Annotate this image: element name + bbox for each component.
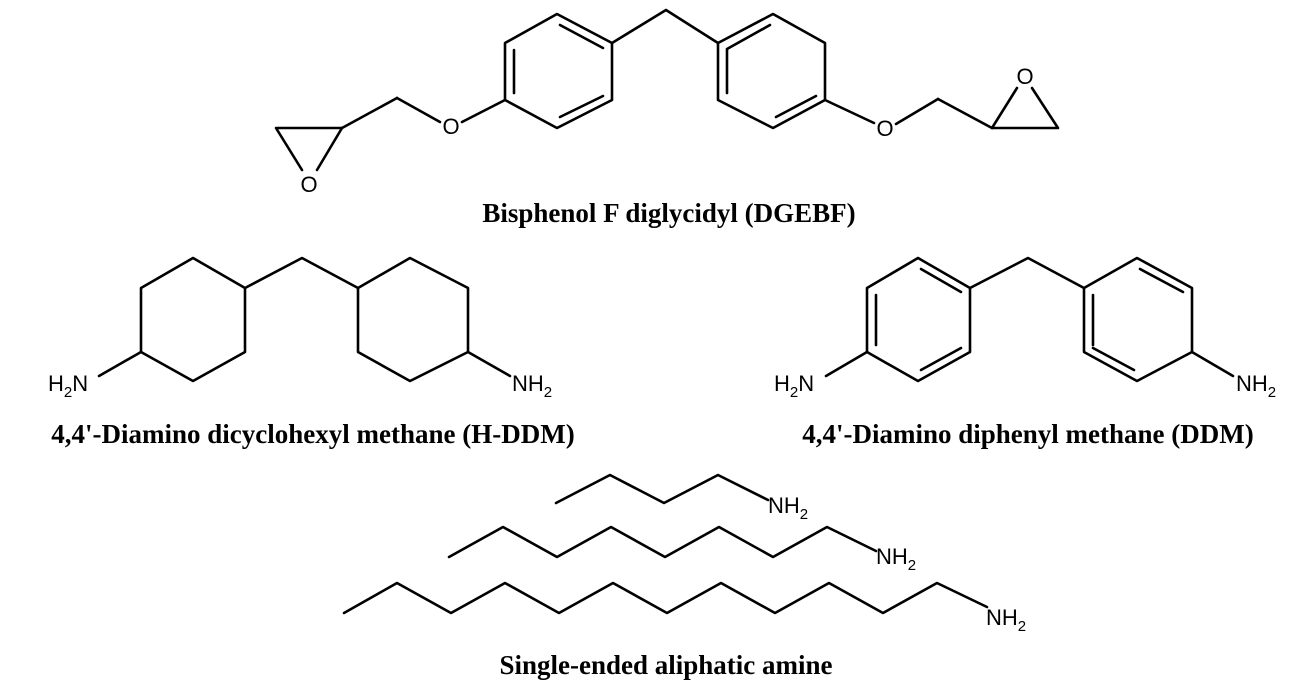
ddm-structure: H2N NH2: [774, 256, 1276, 401]
aliphatic-amine-caption: Single-ended aliphatic amine: [499, 650, 832, 680]
dgebf-left-aryl-o-bond: [460, 98, 507, 124]
ddm-left-c-n-bond: [824, 350, 869, 378]
ddm-right-ring-double-bond: [1091, 346, 1136, 372]
dgebf-right-ether-oxygen: O: [876, 116, 893, 141]
dgebf-right-aryl-o-bond: [823, 98, 876, 125]
butylamine-chain: [554, 473, 770, 505]
hddm-right-cyclohexane-ring: [356, 256, 470, 383]
dgebf-right-ring-double-bond: [725, 23, 772, 51]
hddm-caption: 4,4'-Diamino dicyclohexyl methane (H-DDM…: [51, 419, 574, 449]
hddm-structure: H2N NH2: [48, 256, 552, 401]
ddm-left-amine-group: H2N: [774, 371, 814, 401]
hddm-left-c-n-bond: [97, 350, 143, 378]
hddm-methylene-bridge: [243, 256, 360, 290]
aliphatic-amine-structures: NH2 NH2 NH2: [342, 473, 1026, 635]
octylamine-amine-group: NH2: [876, 544, 916, 574]
dgebf-structure: O O O O: [274, 8, 1060, 197]
dgebf-right-ch2-ch-bond: [936, 97, 994, 130]
dgebf-left-epoxide-ring: [274, 126, 344, 172]
dgebf-caption: Bisphenol F diglycidyl (DGEBF): [482, 198, 855, 228]
dgebf-right-benzene-ring: [716, 12, 827, 130]
dgebf-right-ring-double-bond: [774, 94, 818, 119]
ddm-right-c-n-bond: [1190, 350, 1235, 378]
ddm-right-benzene-ring: [1082, 256, 1194, 383]
dgebf-left-epoxide-ring: [315, 126, 344, 172]
butylamine-amine-group: NH2: [768, 493, 808, 523]
dgebf-left-benzene-ring: [503, 12, 614, 130]
ddm-left-benzene-ring: [865, 256, 972, 383]
dgebf-left-epoxide-oxygen: O: [300, 172, 317, 197]
dgebf-right-o-ch2-bond: [894, 97, 940, 126]
dgebf-methylene-bridge: [610, 8, 720, 45]
ddm-left-ring-double-bond: [919, 267, 963, 294]
ddm-left-ring-double-bond: [919, 346, 963, 372]
dodecylamine-amine-group: NH2: [986, 605, 1026, 635]
dgebf-left-ch2-ch-bond: [340, 96, 399, 130]
dodecylamine-chain: [342, 581, 989, 615]
dgebf-right-epoxide-ring: [990, 86, 1019, 130]
hddm-right-c-n-bond: [466, 350, 512, 378]
ddm-right-ring-double-bond: [1138, 267, 1185, 294]
hddm-left-cyclohexane-ring: [139, 256, 247, 383]
dgebf-right-epoxide-ring: [990, 86, 1060, 130]
dgebf-left-o-ch2-bond: [395, 96, 442, 124]
dgebf-left-ring-double-bond: [558, 23, 605, 50]
dgebf-left-ether-oxygen: O: [442, 114, 459, 139]
octylamine-chain: [447, 525, 878, 559]
ddm-caption: 4,4'-Diamino diphenyl methane (DDM): [802, 419, 1254, 449]
ddm-right-amine-group: NH2: [1236, 371, 1276, 401]
dgebf-left-ring-double-bond: [558, 94, 605, 119]
hddm-right-amine-group: NH2: [512, 371, 552, 401]
dgebf-right-epoxide-oxygen: O: [1016, 64, 1033, 89]
ddm-methylene-bridge: [968, 256, 1086, 290]
hddm-left-amine-group: H2N: [48, 371, 88, 401]
